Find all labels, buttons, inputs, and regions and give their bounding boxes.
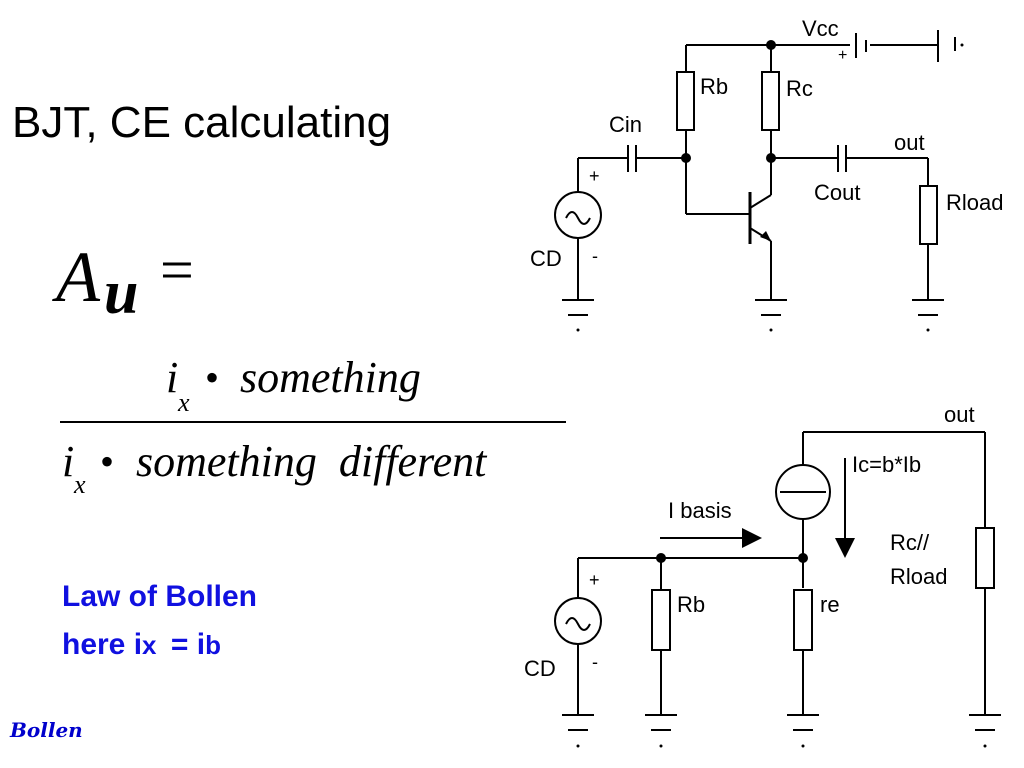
label-rb: Rb bbox=[677, 592, 705, 617]
law-sub-b: b bbox=[205, 630, 221, 660]
emitter-arrow-icon bbox=[760, 231, 771, 241]
label-out: out bbox=[894, 130, 925, 155]
law-sub-x: x bbox=[142, 630, 157, 660]
base-current-arrow-icon bbox=[742, 528, 762, 548]
law-mid: = i bbox=[170, 628, 206, 661]
author-signature: Bollen bbox=[10, 718, 83, 742]
label-source-plus: + bbox=[589, 570, 600, 590]
collector-current-arrow-icon bbox=[835, 538, 855, 558]
label-rb: Rb bbox=[700, 74, 728, 99]
label-vcc: Vcc bbox=[802, 16, 839, 41]
formula-lhs-subscript: u bbox=[104, 259, 139, 327]
node-dot bbox=[766, 153, 776, 163]
label-cd: CD bbox=[524, 656, 556, 681]
label-rc-rload-line2: Rload bbox=[890, 564, 947, 589]
label-cin: Cin bbox=[609, 112, 642, 137]
node-dot bbox=[681, 153, 691, 163]
label-cd: CD bbox=[530, 246, 562, 271]
label-source-minus: - bbox=[592, 246, 598, 266]
label-rc: Rc bbox=[786, 76, 813, 101]
label-re: re bbox=[820, 592, 840, 617]
label-source-plus: + bbox=[589, 166, 600, 186]
denominator-text: something different bbox=[136, 437, 487, 486]
label-vcc-plus: + bbox=[838, 47, 847, 64]
numerator-subscript: x bbox=[178, 388, 190, 417]
law-prefix: here i bbox=[62, 628, 143, 661]
label-source-minus: - bbox=[592, 652, 598, 672]
label-out: out bbox=[944, 402, 975, 427]
label-cout: Cout bbox=[814, 180, 860, 205]
label-i-basis: I basis bbox=[668, 498, 732, 523]
numerator-var: i bbox=[166, 353, 179, 402]
denominator-operator: • bbox=[100, 439, 115, 484]
label-rload: Rload bbox=[946, 190, 1003, 215]
law-statement: here ix = ib bbox=[62, 628, 221, 662]
node-dot bbox=[656, 553, 666, 563]
label-ic: Ic=b*Ib bbox=[852, 452, 921, 477]
formula-lhs-symbol: A bbox=[56, 237, 100, 317]
law-heading: Law of Bollen bbox=[62, 580, 257, 613]
denominator-subscript: x bbox=[74, 470, 86, 499]
label-rc-rload-line1: Rc// bbox=[890, 530, 930, 555]
node-dot bbox=[798, 553, 808, 563]
slide-title: BJT, CE calculating bbox=[12, 98, 392, 147]
denominator-var: i bbox=[62, 437, 75, 486]
fraction-bar bbox=[60, 421, 566, 423]
numerator-operator: • bbox=[205, 355, 220, 400]
numerator-text: something bbox=[240, 353, 421, 402]
formula-equals: = bbox=[160, 237, 194, 303]
node-dot bbox=[766, 40, 776, 50]
